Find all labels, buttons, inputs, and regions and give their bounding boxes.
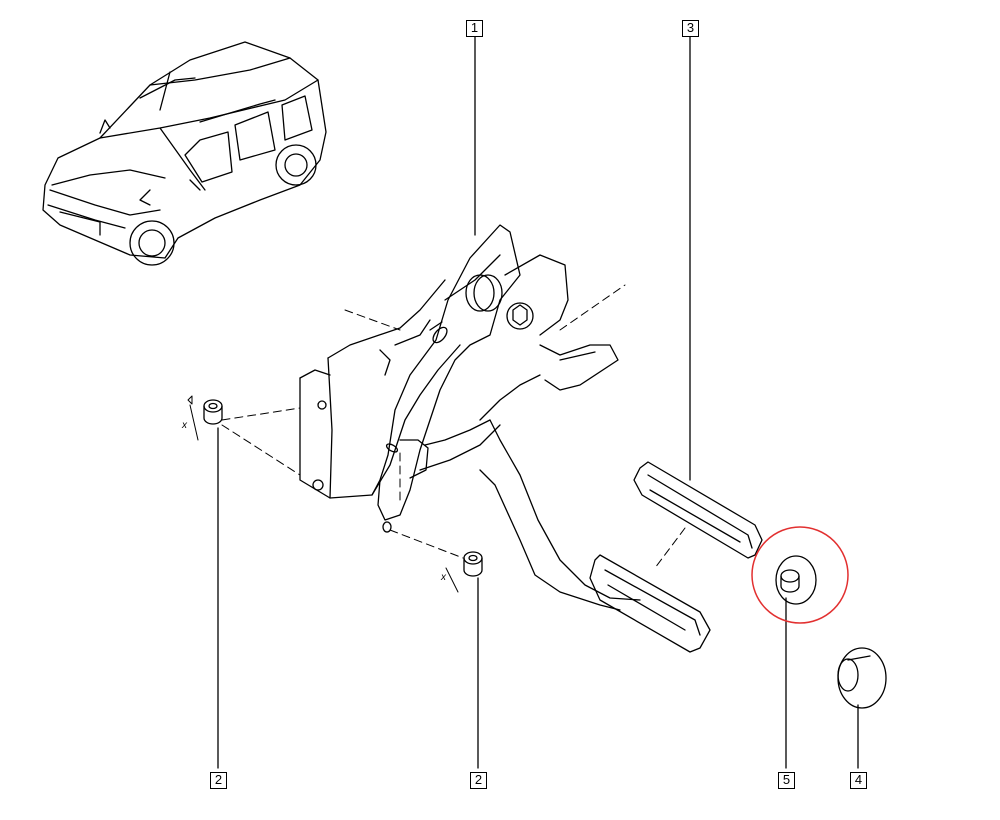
- assembly-lines: [221, 284, 686, 569]
- leader-lines: [159, 36, 859, 769]
- clip-small-part: [837, 647, 887, 709]
- callout-1: 1: [466, 20, 483, 37]
- dimension-label-right: x: [441, 572, 446, 583]
- pedal-bracket: [299, 224, 521, 533]
- highlight-circle: [751, 526, 849, 624]
- dimension-label-left: x: [182, 420, 187, 431]
- callout-2-right: 2: [470, 772, 487, 789]
- callout-3: 3: [682, 20, 699, 37]
- vehicle-thumbnail: [42, 41, 327, 266]
- clip-large-part: [775, 555, 817, 605]
- nut-left: [203, 399, 223, 425]
- pedal-pad-part: [633, 461, 763, 559]
- callout-5: 5: [778, 772, 795, 789]
- nut-right: [463, 551, 483, 577]
- callout-4: 4: [850, 772, 867, 789]
- dimension-markers: [187, 395, 459, 593]
- callout-2-left: 2: [210, 772, 227, 789]
- pedal-arm: [479, 344, 711, 653]
- pivot-hub: [465, 254, 569, 336]
